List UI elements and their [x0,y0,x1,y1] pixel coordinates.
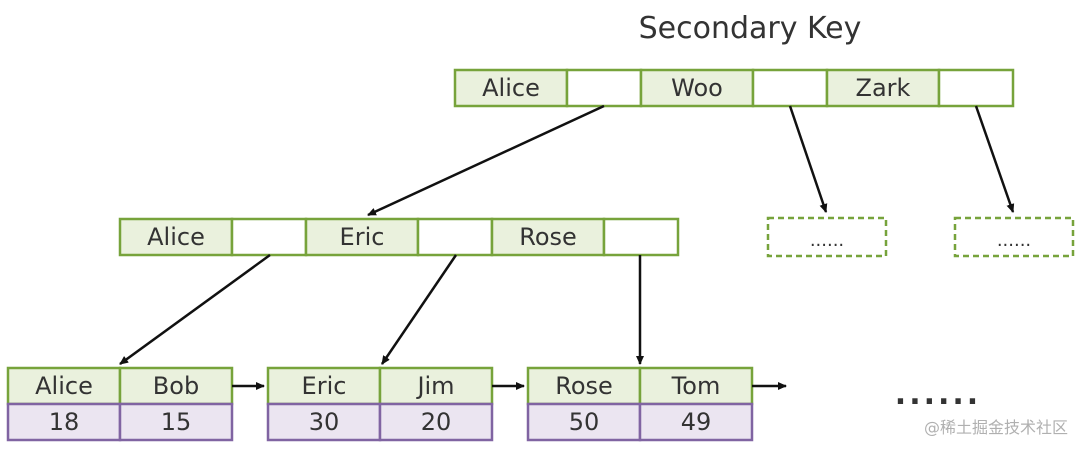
internal-pointer-cell [416,217,494,257]
leaf-value-label: 15 [161,408,192,436]
leaf-node: Eric Jim 30 20 [266,366,494,442]
continuation-dots: ...... [895,377,981,412]
leaf-key-label: Eric [302,372,347,400]
root-key-cell [639,68,755,108]
root-pointer-cell [565,68,643,108]
diagram-title: Secondary Key [639,11,862,46]
root-pointer-cell [937,68,1015,108]
leaf-key-cell [6,366,122,406]
internal-key-label: Alice [147,223,205,251]
leaf-key-label: Rose [555,372,613,400]
root-key-label: Zark [856,74,911,102]
placeholder-node: ...... [766,216,888,258]
placeholder-node-label: ...... [810,230,844,251]
root-key-cell [453,68,569,108]
leaf-value-label: 49 [681,408,712,436]
leaf-key-cell [266,366,382,406]
arrow-root-to-internal [367,104,605,217]
leaf-key-label: Bob [153,372,199,400]
leaf-value-cell [266,402,382,442]
leaf-value-cell [118,402,234,442]
arrows [119,104,1015,390]
root-key-cell [825,68,941,108]
internal-pointer-cell [230,217,308,257]
watermark: @稀土掘金技术社区 [924,418,1068,437]
internal-key-cell [304,217,420,257]
arrow-root-to-placeholder [974,105,1015,213]
leaf-value-label: 30 [309,408,340,436]
leaf-value-cell [526,402,642,442]
leaf-value-label: 18 [49,408,80,436]
arrow-root-to-placeholder [788,105,828,213]
leaf-key-label: Jim [415,372,454,400]
leaf-key-label: Alice [35,372,93,400]
leaf-value-cell [638,402,754,442]
leaf-key-cell [526,366,642,406]
internal-node: Alice Eric Rose [118,217,680,257]
internal-key-label: Rose [519,223,577,251]
root-key-label: Alice [482,74,540,102]
root-key-label: Woo [671,74,723,102]
leaf-value-cell [378,402,494,442]
arrow-internal-to-leaf [380,254,458,365]
placeholder-node-box [766,216,888,258]
leaf-value-label: 50 [569,408,600,436]
placeholder-node-box [953,216,1075,258]
placeholder-node: ...... [953,216,1075,258]
internal-pointer-cell [602,217,680,257]
leaf-node: Rose Tom 50 49 [526,366,754,442]
root-node: Alice Woo Zark [453,68,1015,108]
leaf-node: Alice Bob 18 15 [6,366,234,442]
leaf-key-cell [638,366,754,406]
root-pointer-cell [751,68,829,108]
leaf-value-label: 20 [421,408,452,436]
arrow-internal-to-leaf [119,253,271,366]
internal-key-label: Eric [340,223,385,251]
leaf-key-label: Tom [671,372,721,400]
placeholder-node-label: ...... [997,230,1031,251]
leaf-value-cell [6,402,122,442]
